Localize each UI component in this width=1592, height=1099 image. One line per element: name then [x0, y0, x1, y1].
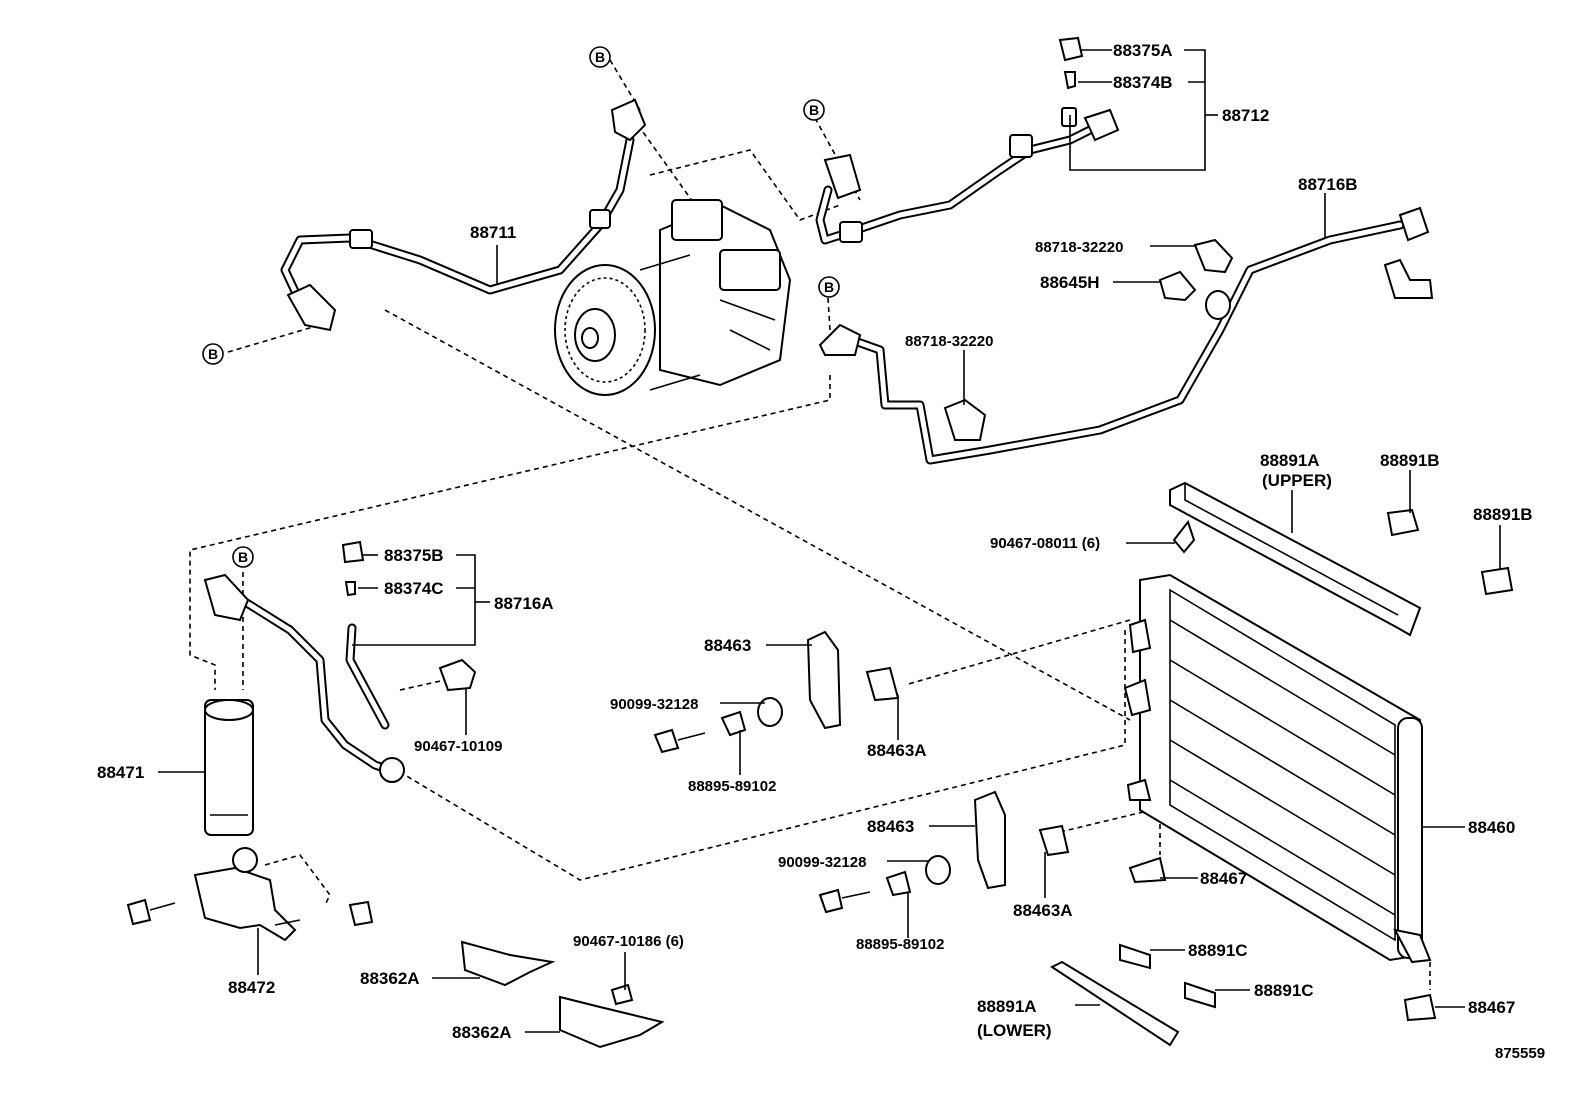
label-88471: 88471 [97, 763, 144, 782]
label-90467-10186: 90467-10186 (6) [573, 933, 684, 950]
svg-text:B: B [238, 549, 248, 565]
seal-88891a-lower [1050, 960, 1180, 1047]
figure-number: 875559 [1495, 1045, 1545, 1062]
label-88895-89102-1: 88895-89102 [688, 778, 776, 795]
label-88463a-1: 88463A [867, 741, 927, 760]
ref-marker-b: B [818, 276, 840, 298]
label-88716b: 88716B [1298, 175, 1358, 194]
bracket-88472 [126, 847, 374, 942]
label-88463a-2: 88463A [1013, 901, 1073, 920]
label-88467-2: 88467 [1468, 998, 1515, 1017]
bracket-88463-group-1 [653, 630, 900, 754]
label-88467-1: 88467 [1200, 869, 1247, 888]
pipe-88716b [818, 206, 1434, 465]
label-88374b: 88374B [1113, 73, 1173, 92]
label-88362a-1: 88362A [360, 969, 420, 988]
condenser-88460 [1123, 573, 1432, 964]
suction-hose-88712 [815, 36, 1120, 245]
label-88463-1: 88463 [704, 636, 751, 655]
label-90099-32128-2: 90099-32128 [778, 854, 866, 871]
label-88891b-2: 88891B [1473, 505, 1533, 524]
ref-marker-b: B [232, 546, 254, 568]
svg-text:B: B [595, 49, 605, 65]
ref-marker-b: B [803, 99, 825, 121]
svg-text:B: B [824, 279, 834, 295]
label-88891a-lower: 88891A [977, 997, 1037, 1016]
clip-90467-08011 [1172, 519, 1196, 554]
label-88645h: 88645H [1040, 273, 1100, 292]
label-88716a: 88716A [494, 594, 554, 613]
label-88891c-1: 88891C [1188, 941, 1248, 960]
label-lower-note: (LOWER) [977, 1021, 1052, 1040]
compressor [554, 199, 792, 396]
label-88460: 88460 [1468, 818, 1515, 837]
part-labels: 88711 88375A 88374B 88712 88716B 88718-3… [97, 41, 1545, 1062]
label-88895-89102-2: 88895-89102 [856, 936, 944, 953]
label-88463-2: 88463 [867, 817, 914, 836]
label-88374c: 88374C [384, 579, 444, 598]
label-88362a-2: 88362A [452, 1023, 512, 1042]
ref-marker-b: B [202, 343, 224, 365]
label-90467-08011: 90467-08011 (6) [990, 535, 1100, 552]
label-88375a: 88375A [1113, 41, 1173, 60]
brackets-88362a [460, 940, 665, 1049]
label-90099-32128-1: 90099-32128 [610, 696, 698, 713]
ref-markers: B B B B B [202, 46, 840, 568]
label-88472: 88472 [228, 978, 275, 997]
ref-marker-b: B [589, 46, 611, 68]
receiver-88471 [204, 699, 254, 836]
label-88891b-1: 88891B [1380, 451, 1440, 470]
label-88718-lower: 88718-32220 [905, 333, 993, 350]
seals-88891c [1119, 943, 1216, 1009]
label-upper-note: (UPPER) [1262, 471, 1332, 490]
pipe-88716a [203, 540, 477, 783]
label-88891a-upper: 88891A [1260, 451, 1320, 470]
label-88718-upper: 88718-32220 [1035, 239, 1123, 256]
svg-text:B: B [809, 102, 819, 118]
label-88711: 88711 [470, 223, 516, 242]
label-88712: 88712 [1222, 106, 1269, 125]
seal-88891a-upper [1169, 481, 1422, 637]
label-90467-10109: 90467-10109 [414, 738, 502, 755]
leader-lines [158, 49, 1501, 1033]
discharge-hose-88711 [280, 98, 647, 332]
svg-text:B: B [208, 346, 218, 362]
bracket-88463-group-2 [818, 790, 1070, 914]
cushions-88467 [1128, 856, 1437, 1022]
label-88891c-2: 88891C [1254, 981, 1314, 1000]
label-88375b: 88375B [384, 546, 444, 565]
